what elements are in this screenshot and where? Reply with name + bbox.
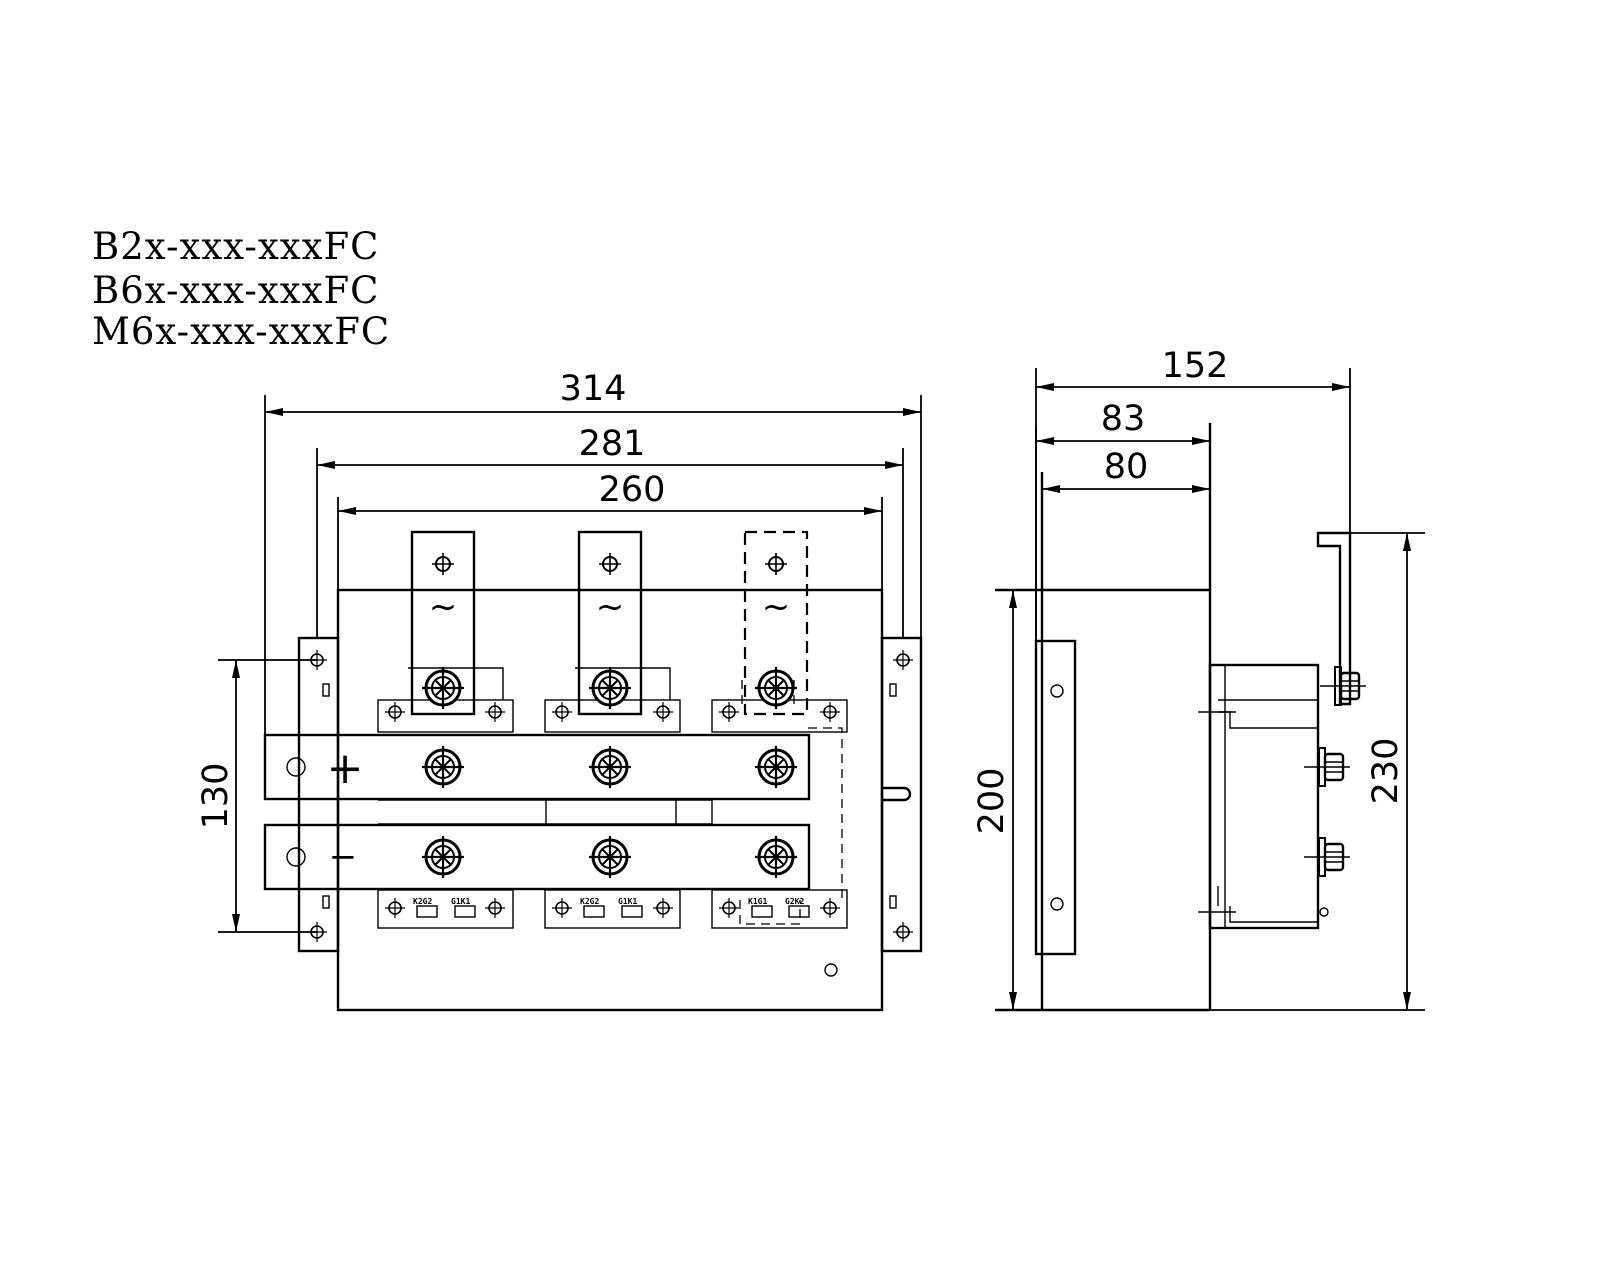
dim-side-depth-base: 80: [1041, 447, 1210, 590]
module-mark-right-2: G2K2: [785, 897, 804, 906]
ac-terminal-middle: ~: [577, 530, 643, 716]
dim-front-overall-width: 314: [264, 369, 922, 735]
module-mark-left-2: G1K1: [451, 897, 470, 906]
side-nut-minus: [1302, 836, 1352, 878]
ac-terminal-right-optional: ~: [743, 530, 809, 716]
model-code-b2x: B2x-xxx-xxxFC: [92, 225, 380, 268]
model-code-m6x: M6x-xxx-xxxFC: [92, 310, 391, 353]
dim-130-label: 130: [196, 763, 236, 830]
plus-symbol: +: [327, 743, 364, 794]
dim-80-label: 80: [1104, 447, 1149, 487]
dim-front-hole-pitch: 130: [196, 659, 317, 933]
dim-281-label: 281: [579, 424, 646, 464]
busbar-plus: +: [263, 733, 811, 801]
dim-260-label: 260: [599, 470, 666, 510]
ac-terminal-left: ~: [410, 530, 476, 716]
module-mark-left-1: K2G2: [413, 897, 432, 906]
front-left-mounting-bracket: [297, 636, 340, 953]
side-view: 152 83 80 200: [972, 346, 1425, 1012]
module-mark-middle-2: G1K1: [618, 897, 637, 906]
dim-152-label: 152: [1162, 346, 1229, 386]
ac-symbol-left: ~: [429, 587, 458, 627]
dim-front-mounting-width: 281: [316, 424, 904, 638]
dim-side-overall-depth: 152: [1035, 346, 1351, 641]
dim-200-label: 200: [972, 768, 1012, 835]
ac-symbol-right: ~: [762, 587, 791, 627]
side-module-body: [1198, 663, 1329, 930]
front-right-mounting-bracket: [880, 636, 923, 953]
front-ground-hole: [824, 963, 838, 977]
module-mark-right-1: K1G1: [748, 897, 767, 906]
dim-side-overall-height: 230: [1210, 532, 1425, 1011]
dim-83-label: 83: [1101, 399, 1146, 439]
module-mark-middle-1: K2G2: [580, 897, 599, 906]
front-view: K2G2 G1K1 K2G2 G1K1 K1G1 G2K2 ~ ~ ~: [196, 369, 923, 1012]
minus-symbol: −: [329, 837, 358, 877]
side-nut-plus: [1302, 746, 1352, 788]
dim-side-depth-bracket: 83: [1035, 399, 1210, 641]
dim-230-label: 230: [1366, 738, 1406, 805]
busbar-minus: −: [263, 823, 811, 891]
model-code-b6x: B6x-xxx-xxxFC: [92, 269, 380, 312]
side-nut-ac: [1318, 665, 1368, 707]
dim-314-label: 314: [560, 369, 627, 409]
side-mounting-bracket: [1034, 639, 1077, 956]
dim-side-plate-height: 200: [972, 590, 1017, 1010]
dim-front-plate-width: 260: [337, 470, 883, 590]
ac-symbol-middle: ~: [596, 587, 625, 627]
